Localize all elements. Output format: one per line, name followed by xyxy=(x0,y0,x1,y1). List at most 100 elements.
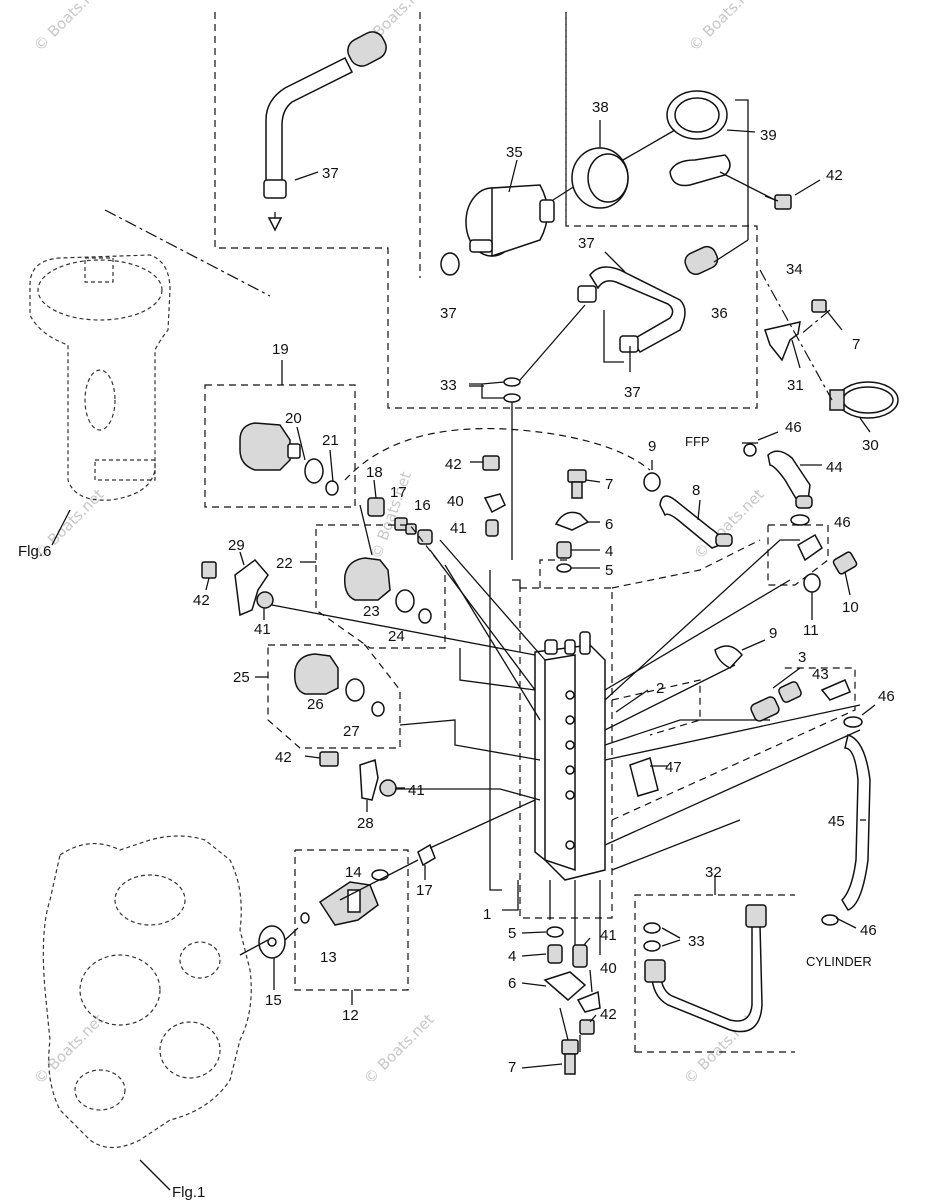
watermark: © Boats.net xyxy=(685,0,763,55)
fitting-10 xyxy=(832,551,858,596)
callout-39: 39 xyxy=(760,127,777,144)
callout-11: 11 xyxy=(803,622,819,639)
callout-7: 7 xyxy=(605,476,613,493)
callout-6: 6 xyxy=(508,975,516,992)
bracket-39 xyxy=(622,90,776,240)
callout-42: 42 xyxy=(275,749,292,766)
callout-23: 23 xyxy=(363,603,380,620)
collar-41-upper xyxy=(485,519,499,537)
bolt-7-upper xyxy=(567,469,601,499)
callout-5: 5 xyxy=(508,925,516,942)
fitting-43 xyxy=(778,681,802,703)
plate-6-lower xyxy=(543,971,587,1001)
fuel-filter-35 xyxy=(440,159,579,276)
bolt-7-lower xyxy=(559,1007,579,1075)
callout-42: 42 xyxy=(445,456,462,473)
callout-46: 46 xyxy=(860,922,877,939)
callout-31: 31 xyxy=(787,377,804,394)
cylinder-note: CYLINDER xyxy=(806,954,872,969)
clamp-30 xyxy=(759,269,899,433)
callout-35: 35 xyxy=(506,144,523,161)
hose-45 xyxy=(821,704,876,926)
washer-5-lower xyxy=(546,926,564,938)
callout-44: 44 xyxy=(826,459,843,476)
callout-1: 1 xyxy=(483,906,491,923)
callout-8: 8 xyxy=(692,482,700,499)
callout-42: 42 xyxy=(600,1006,617,1023)
bolt-42-top xyxy=(764,179,821,210)
washers-33-upper xyxy=(469,304,586,560)
callout-labels: 37 37 37 37 35 38 39 42 34 36 7 31 30 33… xyxy=(193,99,895,1076)
callout-27: 27 xyxy=(343,723,360,740)
fitting-4-lower xyxy=(547,944,563,964)
hose-37-top xyxy=(263,31,387,232)
hose-44 xyxy=(767,450,822,509)
plate-6-upper xyxy=(554,511,600,531)
box-32 xyxy=(634,875,795,1053)
leader-lines xyxy=(469,385,866,1069)
callout-32: 32 xyxy=(705,864,722,881)
callout-12: 12 xyxy=(342,1007,359,1024)
fig1-ghost-outline xyxy=(42,835,269,1191)
fitting-4-upper xyxy=(556,541,600,559)
hose-8 xyxy=(659,495,733,549)
callout-13: 13 xyxy=(320,949,337,966)
callout-47: 47 xyxy=(665,759,682,776)
callout-15: 15 xyxy=(265,992,282,1009)
watermark: © Boats.net xyxy=(30,1010,108,1088)
box-22 xyxy=(300,504,446,649)
callout-28: 28 xyxy=(357,815,374,832)
bracket-31 xyxy=(764,299,843,369)
callout-14: 14 xyxy=(345,864,362,881)
clip-9-upper xyxy=(643,460,661,492)
bolt-42-lower xyxy=(579,1019,595,1052)
callout-37: 37 xyxy=(624,384,641,401)
callout-19: 19 xyxy=(272,341,289,358)
washer-5-upper xyxy=(556,563,600,573)
callout-40: 40 xyxy=(600,960,617,977)
callout-7: 7 xyxy=(508,1059,516,1076)
callout-43: 43 xyxy=(812,666,829,683)
callout-30: 30 xyxy=(862,437,879,454)
box-25 xyxy=(255,644,401,749)
fitting-18 xyxy=(367,479,433,545)
callout-10: 10 xyxy=(842,599,859,616)
callout-41: 41 xyxy=(254,621,271,638)
dashed-route-21-9 xyxy=(344,427,651,481)
fuel-rail-1 xyxy=(502,587,613,955)
callout-46: 46 xyxy=(878,688,895,705)
fig6-ghost-outline xyxy=(29,254,171,546)
elbow-fitting xyxy=(767,524,829,586)
bolt-42-upper-mid xyxy=(470,455,500,471)
callout-37: 37 xyxy=(322,165,339,182)
callout-41: 41 xyxy=(408,782,425,799)
hose-36 xyxy=(577,239,749,372)
callout-6: 6 xyxy=(605,516,613,533)
callout-46: 46 xyxy=(785,419,802,436)
callout-24: 24 xyxy=(388,628,405,645)
callout-46: 46 xyxy=(834,514,851,531)
clip-40-lower xyxy=(576,990,601,1013)
bracket-29 xyxy=(234,551,269,617)
callout-21: 21 xyxy=(322,432,339,449)
callout-42: 42 xyxy=(826,167,843,184)
callout-20: 20 xyxy=(285,410,302,427)
watermark: © Boats.net xyxy=(30,0,108,55)
box-12 xyxy=(294,849,409,1005)
callout-33: 33 xyxy=(440,377,457,394)
ffp-note: FFP xyxy=(685,434,710,449)
fitting-3 xyxy=(750,667,801,722)
callout-17: 17 xyxy=(390,484,407,501)
bolt-42-left xyxy=(201,561,217,591)
callout-45: 45 xyxy=(828,813,845,830)
callout-18: 18 xyxy=(366,464,383,481)
callout-16: 16 xyxy=(414,497,431,514)
callout-37: 37 xyxy=(578,235,595,252)
callout-26: 26 xyxy=(307,696,324,713)
callout-4: 4 xyxy=(508,948,516,965)
fig6-reference: Flg.6 xyxy=(18,543,51,560)
collar-41-lower xyxy=(572,944,588,968)
callout-38: 38 xyxy=(592,99,609,116)
upper-assembly-boundary xyxy=(104,12,758,409)
